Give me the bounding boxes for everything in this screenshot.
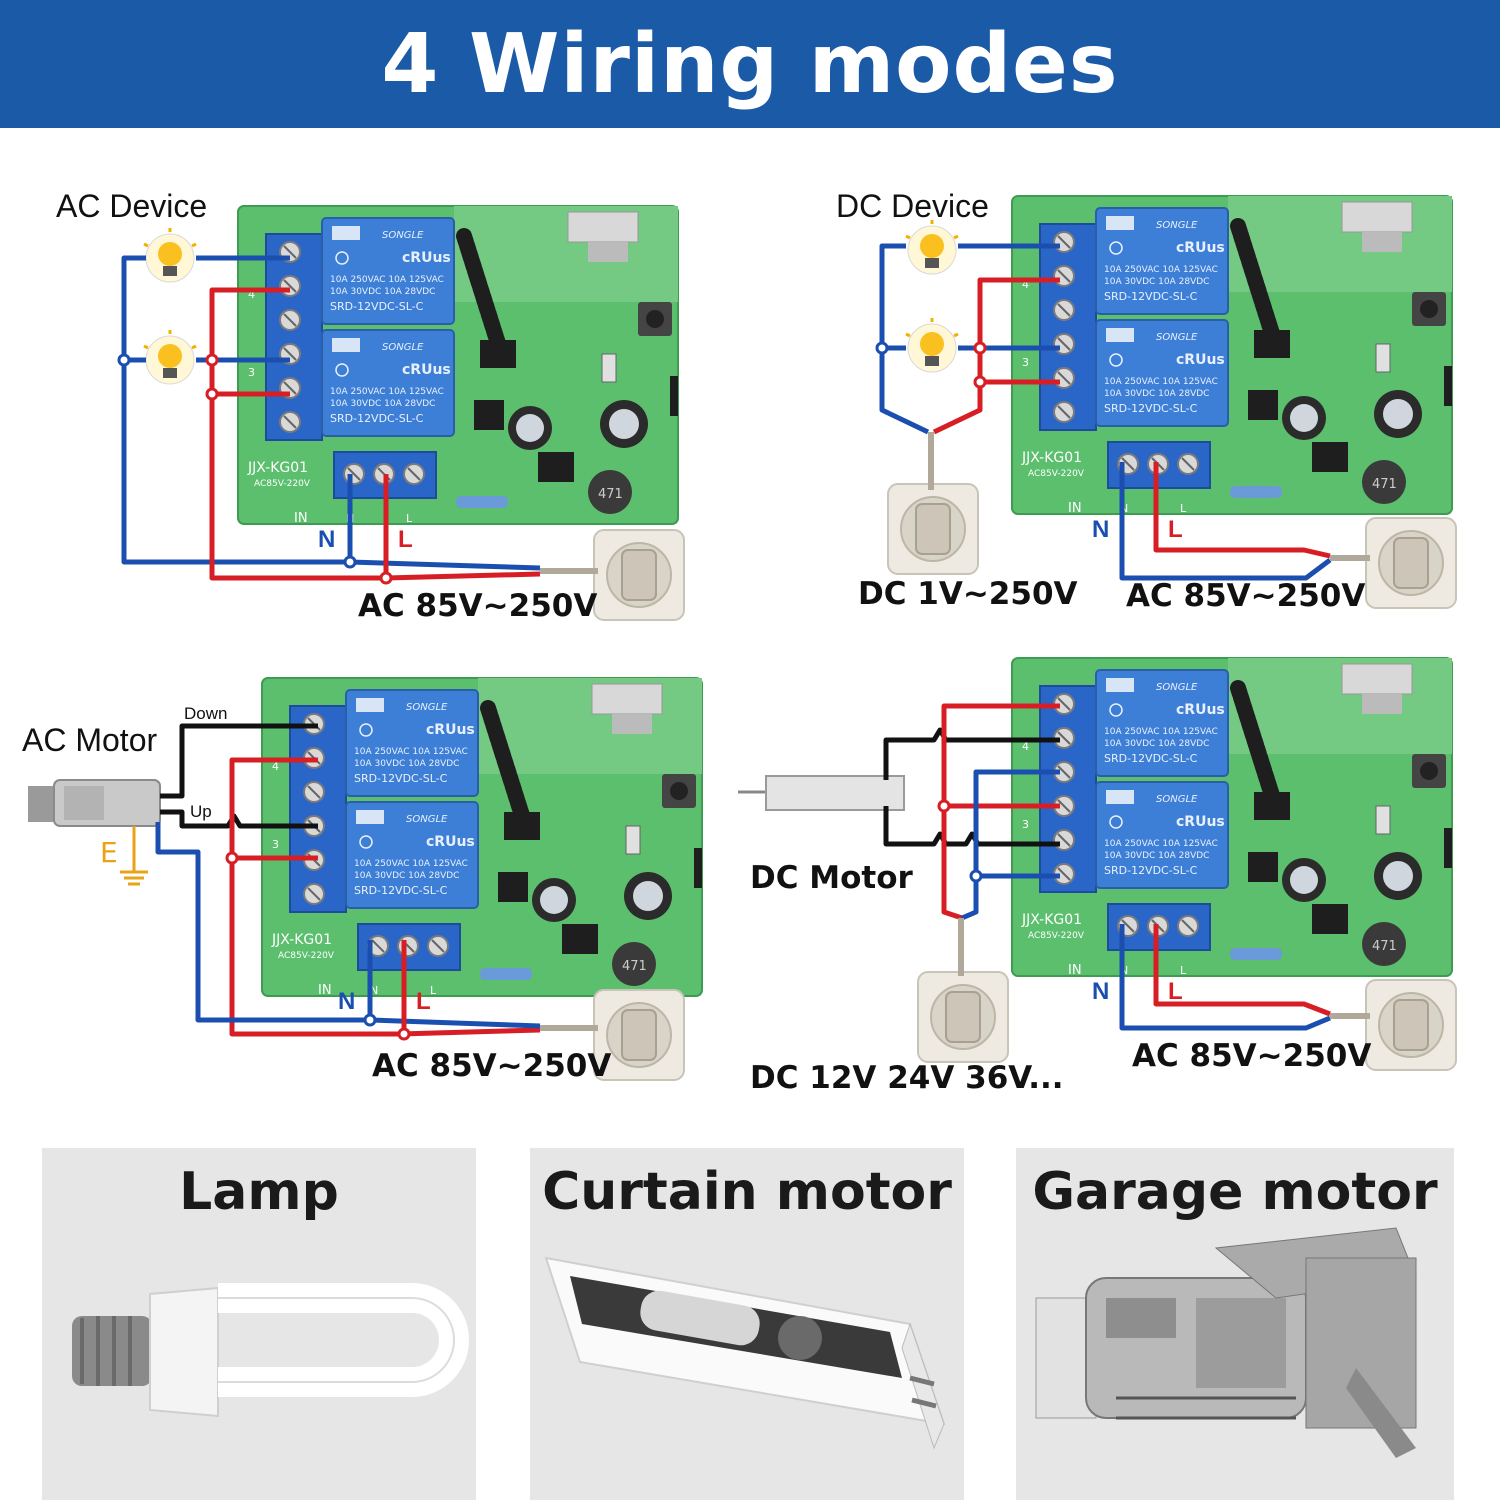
dc-device-neutral-label: N — [1092, 516, 1110, 543]
ac-device-neutral-label: N — [318, 526, 336, 553]
dc-device-supply-label: AC 85V~250V — [1126, 578, 1366, 614]
lamp-icon — [72, 1283, 469, 1418]
dc-device-live-label: L — [1168, 516, 1183, 543]
diagram-dc-device — [875, 196, 1456, 609]
garage-motor-icon — [1035, 1227, 1417, 1458]
diagram-dc-motor — [738, 658, 1456, 1071]
ac-device-label: AC Device — [56, 188, 208, 224]
application-curtain-motor-title: Curtain motor — [542, 1162, 952, 1222]
ac-motor-supply-label: AC 85V~250V — [372, 1048, 612, 1084]
application-lamp-title: Lamp — [179, 1162, 339, 1222]
ac-motor-live-label: L — [416, 988, 431, 1015]
ac-motor-up-label: Up — [190, 802, 212, 821]
dc-device-label: DC Device — [836, 188, 989, 224]
dc-motor-label: DC Motor — [750, 860, 913, 896]
application-garage-motor-title: Garage motor — [1032, 1162, 1438, 1222]
diagram-ac-motor — [28, 678, 702, 1081]
curtain-motor-icon — [544, 1256, 946, 1450]
diagram-ac-device — [117, 206, 684, 621]
page-title: 4 Wiring modes — [381, 16, 1119, 112]
ac-motor-label: AC Motor — [22, 722, 158, 758]
dc-motor-dc-supply-label: DC 12V 24V 36V... — [750, 1060, 1064, 1096]
wiring-diagrams: SONGLE cRUus 10A 250VAC 10A 125VAC 10A 3… — [28, 0, 1500, 1081]
dc-motor-supply-label: AC 85V~250V — [1132, 1038, 1372, 1074]
dc-motor-neutral-label: N — [1092, 978, 1110, 1005]
dc-device-dc-supply-label: DC 1V~250V — [858, 576, 1078, 612]
header-banner: 4 Wiring modes — [0, 0, 1500, 128]
ac-motor-down-label: Down — [184, 704, 228, 723]
ac-motor-earth-label: E — [100, 836, 118, 869]
application-garage-motor: Garage motor — [1016, 1148, 1454, 1500]
ac-device-supply-label: AC 85V~250V — [358, 588, 598, 624]
application-curtain-motor: Curtain motor — [530, 1148, 964, 1500]
ac-device-live-label: L — [398, 526, 413, 553]
dc-motor-live-label: L — [1168, 978, 1183, 1005]
application-lamp: Lamp — [42, 1148, 476, 1500]
ac-motor-neutral-label: N — [338, 988, 356, 1015]
